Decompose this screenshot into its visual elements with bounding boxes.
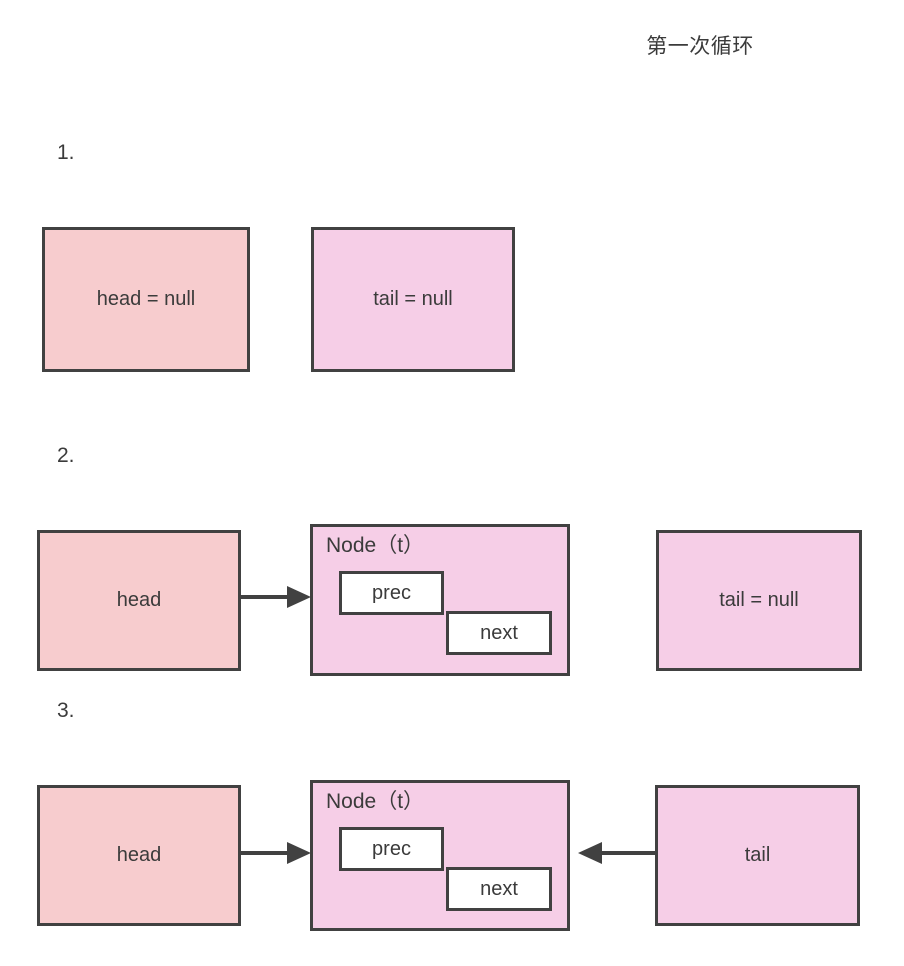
step3-tail-label: tail [744,844,771,866]
step1-head-box: head = null [42,227,250,372]
step3-prec-label: prec [372,837,411,860]
step2-next-field: next [446,611,552,655]
step2-prec-field: prec [339,571,444,615]
step2-tail-box: tail = null [656,530,862,671]
step2-prec-label: prec [372,581,411,604]
step3-node-box: Node（t） prec next [310,780,570,931]
step2-head-label: head [116,589,162,611]
step2-arrow-right-icon [241,582,313,612]
step-number-3: 3. [57,699,75,722]
step2-next-label: next [480,621,518,644]
step3-head-box: head [37,785,241,926]
step1-tail-label: tail = null [373,288,453,310]
step3-head-label: head [116,844,162,866]
step3-arrow-right-icon [241,838,313,868]
step2-tail-label: tail = null [719,589,799,611]
step-number-2: 2. [57,444,75,467]
page-title: 第一次循环 [646,35,754,58]
step3-next-field: next [446,867,552,911]
step2-node-label: Node（t） [326,534,425,557]
step1-head-label: head = null [96,288,196,310]
step3-tail-box: tail [655,785,860,926]
step3-node-label: Node（t） [326,790,425,813]
step3-arrow-left-icon [572,838,656,868]
step-number-1: 1. [57,141,75,164]
step1-tail-box: tail = null [311,227,515,372]
step2-node-box: Node（t） prec next [310,524,570,676]
step3-prec-field: prec [339,827,444,871]
step2-head-box: head [37,530,241,671]
step3-next-label: next [480,877,518,900]
